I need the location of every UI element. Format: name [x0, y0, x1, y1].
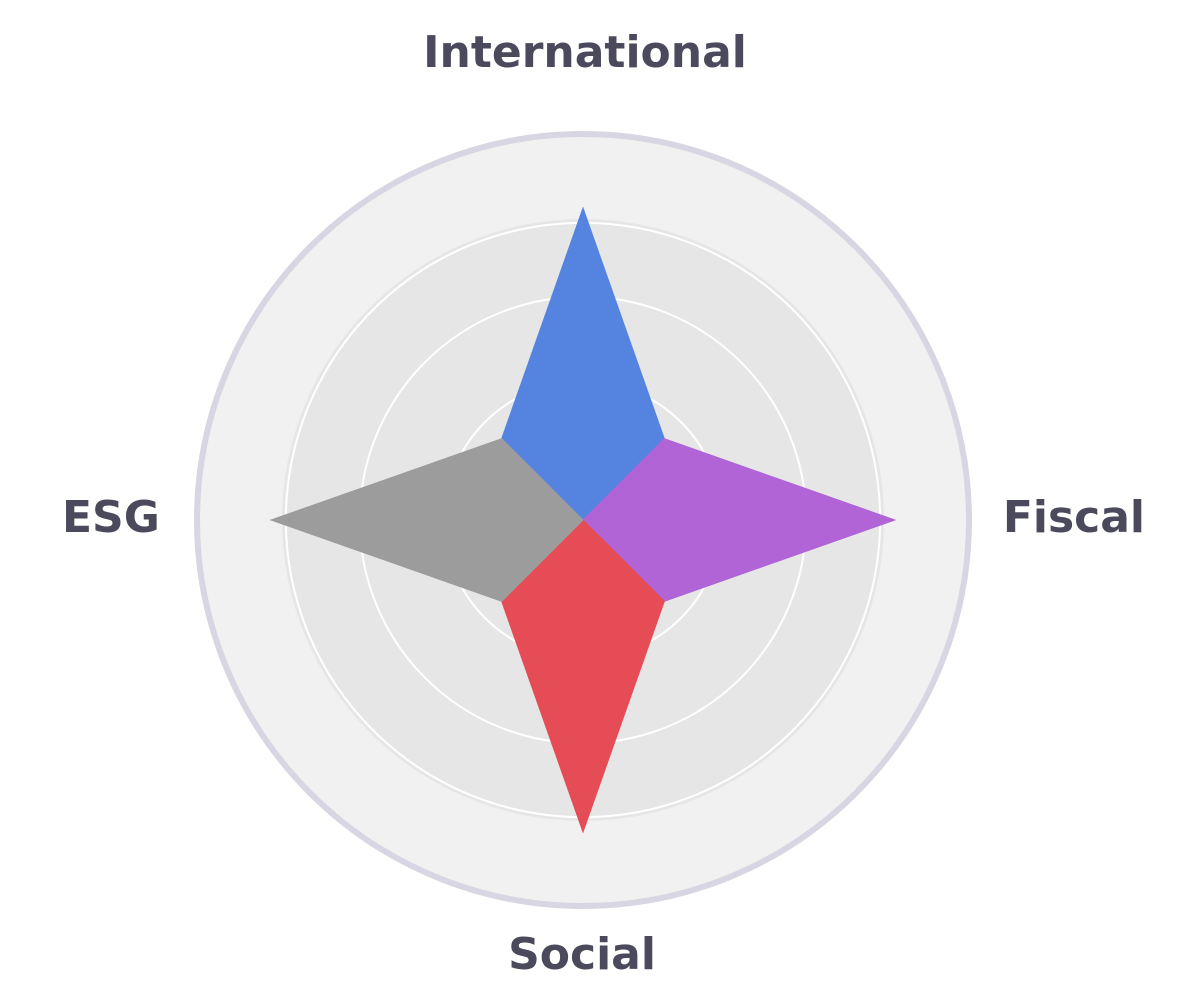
axis-label-fiscal: Fiscal: [1003, 492, 1145, 543]
axis-label-social: Social: [508, 929, 656, 980]
axis-label-international: International: [423, 27, 747, 78]
radar-sectors: [269, 206, 897, 834]
axis-label-esg: ESG: [62, 492, 160, 543]
sector-esg: [269, 438, 584, 602]
